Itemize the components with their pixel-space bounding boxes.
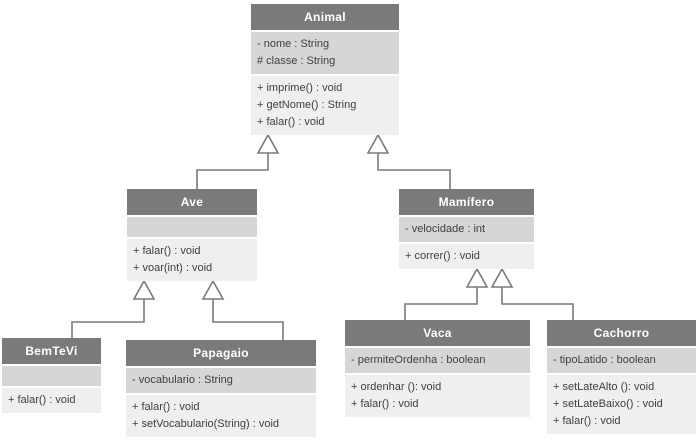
- method-line: + imprime() : void: [257, 82, 343, 94]
- class-vaca-methods-section: + ordenhar (): void + falar() : void: [345, 375, 530, 417]
- class-animal-attributes-section: - nome : String # classe : String: [251, 32, 399, 74]
- class-bemtevi-name: BemTeVi: [2, 338, 101, 364]
- generalization-edge-bemtevi-to-ave: [71, 279, 156, 339]
- method-line: + ordenhar (): void: [351, 381, 442, 393]
- class-papagaio-attributes-section: - vocabulario : String: [126, 368, 316, 393]
- class-papagaio-name: Papagaio: [126, 340, 316, 366]
- class-vaca: Vaca - permiteOrdenha : boolean + ordenh…: [345, 320, 530, 417]
- method-line: + setLateAlto (): void: [553, 381, 655, 393]
- class-cachorro: Cachorro - tipoLatido : boolean + setLat…: [547, 320, 696, 434]
- class-mamifero-name: Mamífero: [399, 189, 534, 215]
- class-cachorro-methods-section: + setLateAlto (): void + setLateBaixo() …: [547, 375, 696, 434]
- generalization-triangle-icon: [490, 267, 514, 288]
- class-ave-name: Ave: [127, 189, 257, 215]
- generalization-triangle-icon: [132, 279, 156, 300]
- generalization-edge-papagaio-to-ave: [201, 279, 284, 341]
- class-ave-methods-section: + falar() : void + voar(int) : void: [127, 239, 257, 281]
- class-bemtevi: BemTeVi + falar() : void: [2, 338, 101, 413]
- method-line: + voar(int) : void: [133, 262, 213, 274]
- method-line: + falar() : void: [8, 394, 76, 406]
- generalization-triangle-icon: [256, 133, 280, 154]
- class-papagaio-methods-section: + falar() : void + setVocabulario(String…: [126, 395, 316, 437]
- method-line: + setLateBaixo() : void: [553, 398, 663, 410]
- class-papagaio: Papagaio - vocabulario : String + falar(…: [126, 340, 316, 437]
- class-bemtevi-attributes-section: [2, 366, 101, 386]
- class-ave: Ave + falar() : void + voar(int) : void: [127, 189, 257, 281]
- class-animal: Animal - nome : String # classe : String…: [251, 4, 399, 135]
- class-cachorro-attributes-section: - tipoLatido : boolean: [547, 348, 696, 373]
- attribute-line: # classe : String: [257, 55, 336, 67]
- generalization-triangle-icon: [366, 133, 390, 154]
- attribute-line: - tipoLatido : boolean: [553, 354, 656, 366]
- generalization-edge-cachorro-to-mamifero: [490, 267, 574, 321]
- attribute-line: - vocabulario : String: [132, 374, 233, 386]
- method-line: + correr() : void: [405, 250, 480, 262]
- generalization-edge-vaca-to-mamifero: [404, 267, 489, 321]
- method-line: + falar() : void: [257, 116, 325, 128]
- class-mamifero: Mamífero - velocidade : int + correr() :…: [399, 189, 534, 269]
- class-animal-methods-section: + imprime() : void + getNome() : String …: [251, 76, 399, 135]
- class-mamifero-attributes-section: - velocidade : int: [399, 217, 534, 242]
- method-line: + falar() : void: [132, 401, 200, 413]
- generalization-triangle-icon: [201, 279, 225, 300]
- class-cachorro-name: Cachorro: [547, 320, 696, 346]
- method-line: + falar() : void: [553, 415, 621, 427]
- generalization-edge-ave-to-animal: [196, 133, 280, 190]
- method-line: + falar() : void: [133, 245, 201, 257]
- generalization-edge-mamifero-to-animal: [366, 133, 451, 190]
- class-vaca-name: Vaca: [345, 320, 530, 346]
- class-bemtevi-methods-section: + falar() : void: [2, 388, 101, 413]
- method-line: + falar() : void: [351, 398, 419, 410]
- generalization-triangle-icon: [465, 267, 489, 288]
- method-line: + getNome() : String: [257, 99, 357, 111]
- attribute-line: - velocidade : int: [405, 223, 486, 235]
- class-ave-attributes-section: [127, 217, 257, 237]
- attribute-line: - nome : String: [257, 38, 330, 50]
- class-animal-name: Animal: [251, 4, 399, 30]
- attribute-line: - permiteOrdenha : boolean: [351, 354, 486, 366]
- class-vaca-attributes-section: - permiteOrdenha : boolean: [345, 348, 530, 373]
- class-mamifero-methods-section: + correr() : void: [399, 244, 534, 269]
- method-line: + setVocabulario(String) : void: [132, 418, 280, 430]
